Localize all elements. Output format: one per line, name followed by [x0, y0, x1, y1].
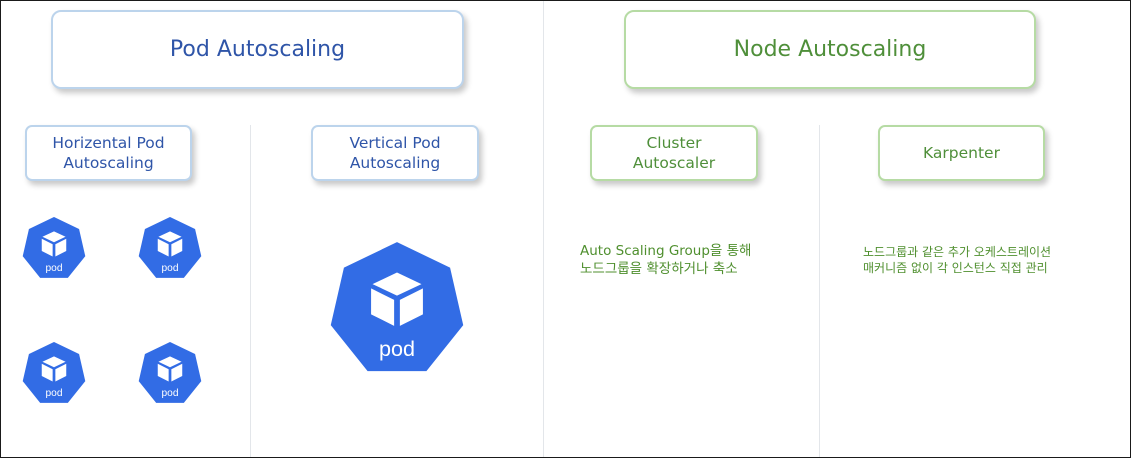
pod-label: pod — [46, 388, 63, 399]
pod-label: pod — [46, 263, 63, 274]
karpenter-label: Karpenter — [923, 144, 1000, 162]
node-column-divider — [819, 125, 820, 457]
node-autoscaling-title-text: Node Autoscaling — [733, 37, 927, 62]
pod-icon-large: pod — [325, 238, 469, 382]
pod-autoscaling-title: Pod Autoscaling — [51, 10, 464, 89]
pod-autoscaling-title-text: Pod Autoscaling — [169, 37, 346, 62]
cluster-autoscaler-box: Cluster Autoscaler — [590, 125, 758, 181]
pod-icon-2: pod — [136, 215, 204, 283]
karpenter-box: Karpenter — [878, 125, 1045, 181]
pod-label: pod — [162, 263, 179, 274]
hpa-box: Horizental Pod Autoscaling — [25, 125, 192, 181]
pod-heptagon — [21, 340, 87, 404]
pod-label: pod — [162, 388, 179, 399]
pod-heptagon — [137, 215, 203, 279]
pod-heptagon — [137, 340, 203, 404]
node-autoscaling-title: Node Autoscaling — [624, 10, 1036, 89]
pod-icon-3: pod — [20, 340, 88, 408]
pod-icon-4: pod — [136, 340, 204, 408]
pod-heptagon — [328, 239, 466, 374]
pod-heptagon — [21, 215, 87, 279]
cube-icon — [371, 272, 423, 326]
pod-label: pod — [379, 336, 415, 361]
cluster-autoscaler-description: Auto Scaling Group을 통해 노드그룹을 확장하거나 축소 — [580, 243, 752, 277]
pod-icon-1: pod — [20, 215, 88, 283]
pod-column-divider — [250, 125, 251, 457]
hpa-label: Horizental Pod Autoscaling — [52, 134, 165, 172]
cube-icon — [41, 356, 67, 382]
cube-icon — [157, 231, 183, 257]
cube-icon — [41, 231, 67, 257]
karpenter-description: 노드그룹과 같은 추가 오케스트레이션 매커니즘 없이 각 인스턴스 직접 관리 — [863, 245, 1052, 275]
vpa-label: Vertical Pod Autoscaling — [349, 134, 441, 172]
section-divider — [543, 1, 544, 457]
cube-icon — [157, 356, 183, 382]
cluster-autoscaler-label: Cluster Autoscaler — [632, 134, 716, 172]
vpa-box: Vertical Pod Autoscaling — [311, 125, 479, 181]
